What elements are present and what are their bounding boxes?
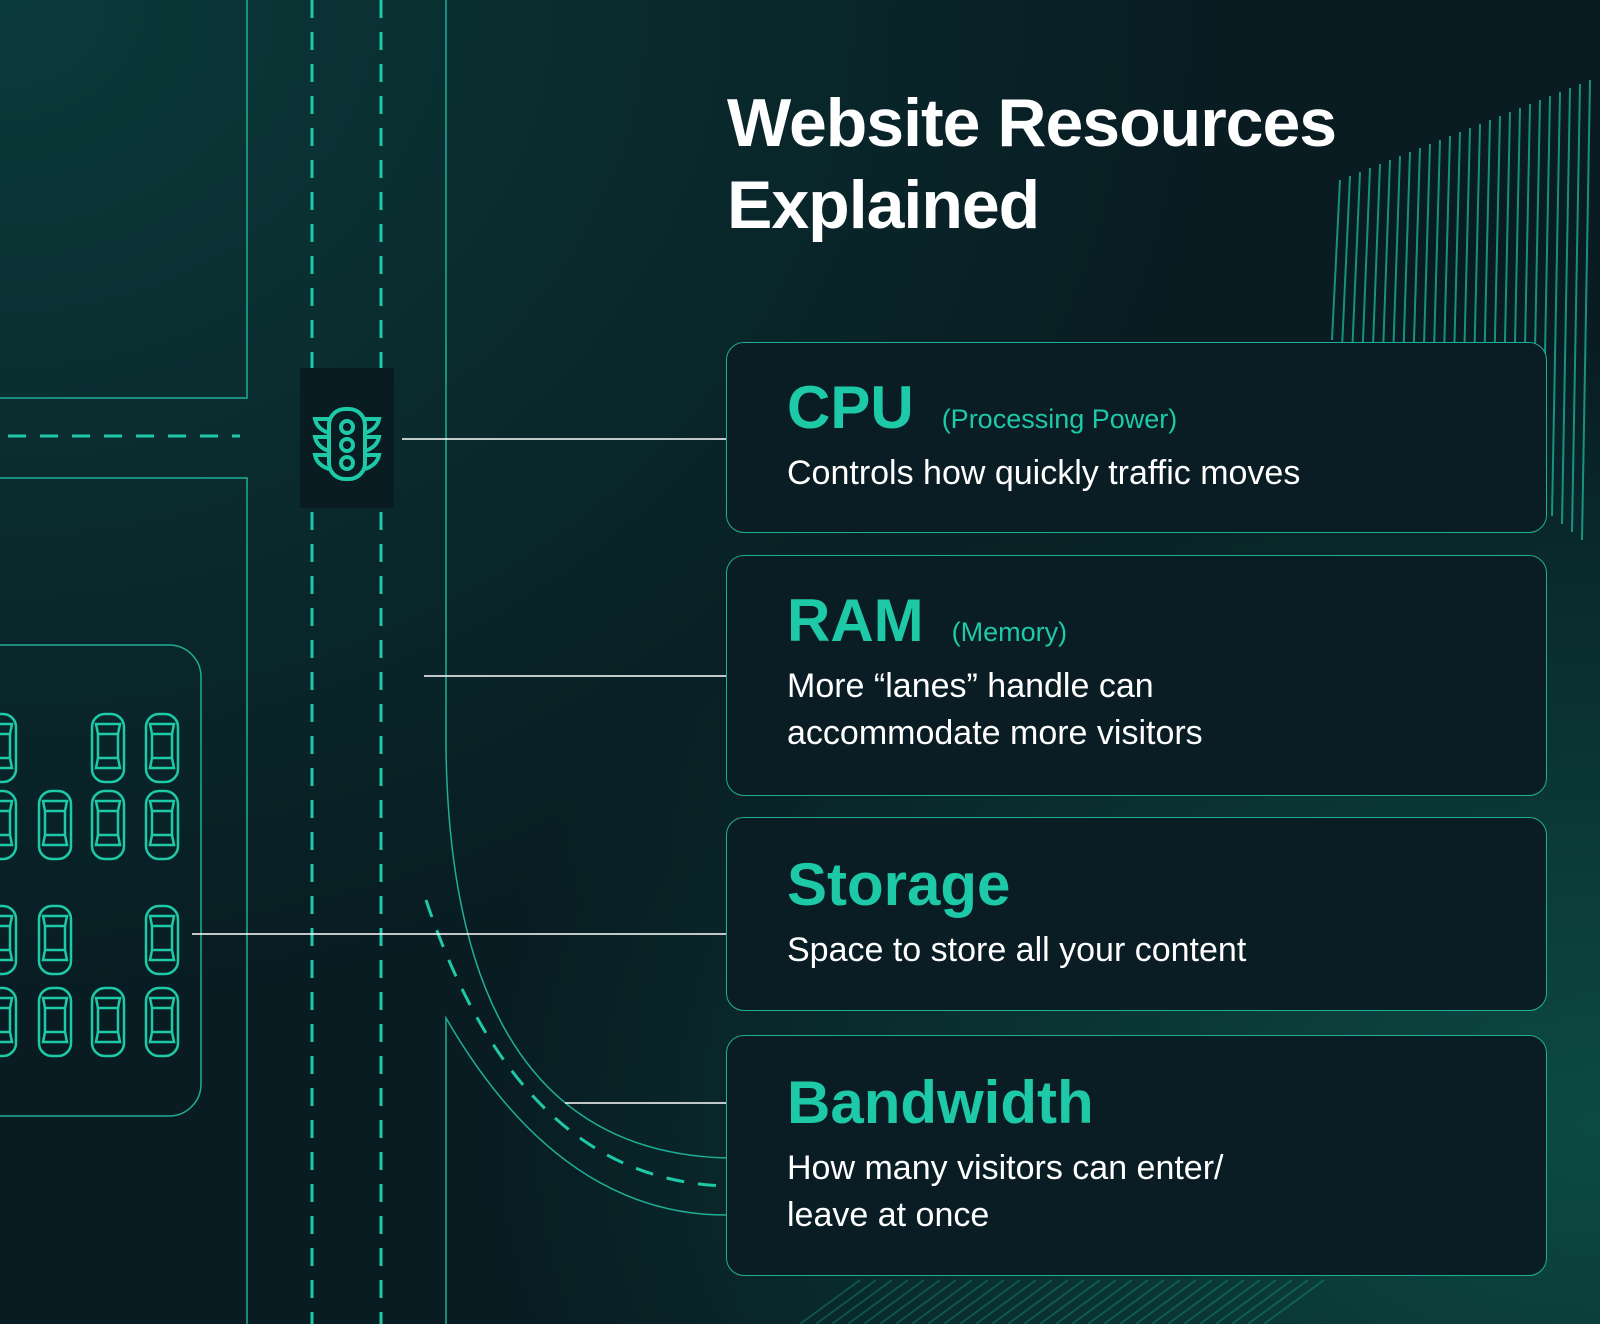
card-cpu: CPU (Processing Power) Controls how quick… xyxy=(726,342,1547,533)
description-line-1: How many visitors can enter/ xyxy=(787,1149,1224,1187)
description-line-2: leave at once xyxy=(787,1196,990,1234)
title-line-1: Website Resources xyxy=(727,85,1337,161)
car-icon xyxy=(0,789,18,861)
stripe xyxy=(863,1279,925,1324)
stripe xyxy=(815,1279,877,1324)
car-icon xyxy=(37,789,73,861)
stripe xyxy=(1551,91,1561,517)
card-description: How many visitors can enter/leave at onc… xyxy=(787,1145,1546,1239)
stripe xyxy=(991,1279,1053,1324)
stripe xyxy=(1361,167,1371,365)
card-heading: Storage xyxy=(787,851,1011,918)
road-edge-right xyxy=(445,0,727,1159)
title-line-2: Explained xyxy=(727,167,1040,243)
car-icon xyxy=(0,986,18,1058)
stripe xyxy=(1351,171,1361,357)
stripe xyxy=(1007,1279,1069,1324)
card-bandwidth: Bandwidth How many visitors can enter/le… xyxy=(726,1035,1547,1276)
card-description: Controls how quickly traffic moves xyxy=(787,454,1301,492)
stripe xyxy=(1371,163,1381,373)
stripe xyxy=(1151,1279,1213,1324)
car-icon xyxy=(144,789,180,861)
stripe xyxy=(1331,179,1341,341)
stripe xyxy=(927,1279,989,1324)
stripe xyxy=(1055,1279,1117,1324)
stripe xyxy=(1247,1279,1309,1324)
car-icon xyxy=(144,904,180,976)
card-heading: Bandwidth xyxy=(787,1069,1094,1136)
stripe xyxy=(1561,87,1571,525)
stripe xyxy=(1215,1279,1277,1324)
card-storage: Storage Space to store all your content xyxy=(726,817,1547,1011)
car-icon xyxy=(90,986,126,1058)
city-block-bottom-left xyxy=(0,477,248,1324)
card-subheading: (Memory) xyxy=(951,617,1068,647)
stripe xyxy=(879,1279,941,1324)
stripe xyxy=(1167,1279,1229,1324)
card-subheading: (Processing Power) xyxy=(941,404,1178,434)
stripe xyxy=(943,1279,1005,1324)
stripe xyxy=(895,1279,957,1324)
description-line-2: accommodate more visitors xyxy=(787,714,1203,752)
stripe xyxy=(1119,1279,1181,1324)
stripe xyxy=(799,1279,861,1324)
stripe xyxy=(1571,83,1581,533)
stripe xyxy=(1183,1279,1245,1324)
stripe xyxy=(831,1279,893,1324)
card-heading: CPU xyxy=(787,374,914,441)
stripe xyxy=(1231,1279,1293,1324)
page-title: Website Resources Explained xyxy=(727,82,1337,246)
stripe xyxy=(1341,175,1351,349)
card-heading: RAM xyxy=(787,587,924,654)
car-icon xyxy=(144,712,180,784)
stripe xyxy=(1199,1279,1261,1324)
stripe xyxy=(1071,1279,1133,1324)
car-icon xyxy=(90,789,126,861)
car-icon xyxy=(0,904,18,976)
stripe xyxy=(1581,79,1591,541)
parking-lot xyxy=(0,644,202,1117)
card-description: More “lanes” handle can accommodate more … xyxy=(787,663,1546,757)
stripe xyxy=(959,1279,1021,1324)
car-icon xyxy=(90,712,126,784)
description-line-1: More “lanes” handle can xyxy=(787,667,1154,705)
car-icon xyxy=(37,904,73,976)
stripe xyxy=(1039,1279,1101,1324)
stripe xyxy=(1135,1279,1197,1324)
card-ram: RAM (Memory) More “lanes” handle can accom… xyxy=(726,555,1547,796)
stripe xyxy=(1087,1279,1149,1324)
car-icon xyxy=(144,986,180,1058)
stripe xyxy=(847,1279,909,1324)
city-block-top-left xyxy=(0,0,248,399)
car-icon xyxy=(37,986,73,1058)
ramp-divider xyxy=(424,899,727,1188)
stripe xyxy=(975,1279,1037,1324)
stripe xyxy=(1023,1279,1085,1324)
stripe xyxy=(1263,1279,1325,1324)
car-icon xyxy=(0,712,18,784)
stripe xyxy=(1103,1279,1165,1324)
ramp-edge xyxy=(445,1015,727,1324)
traffic-light-icon xyxy=(312,407,382,481)
stripe xyxy=(911,1279,973,1324)
card-description: Space to store all your content xyxy=(787,931,1247,969)
